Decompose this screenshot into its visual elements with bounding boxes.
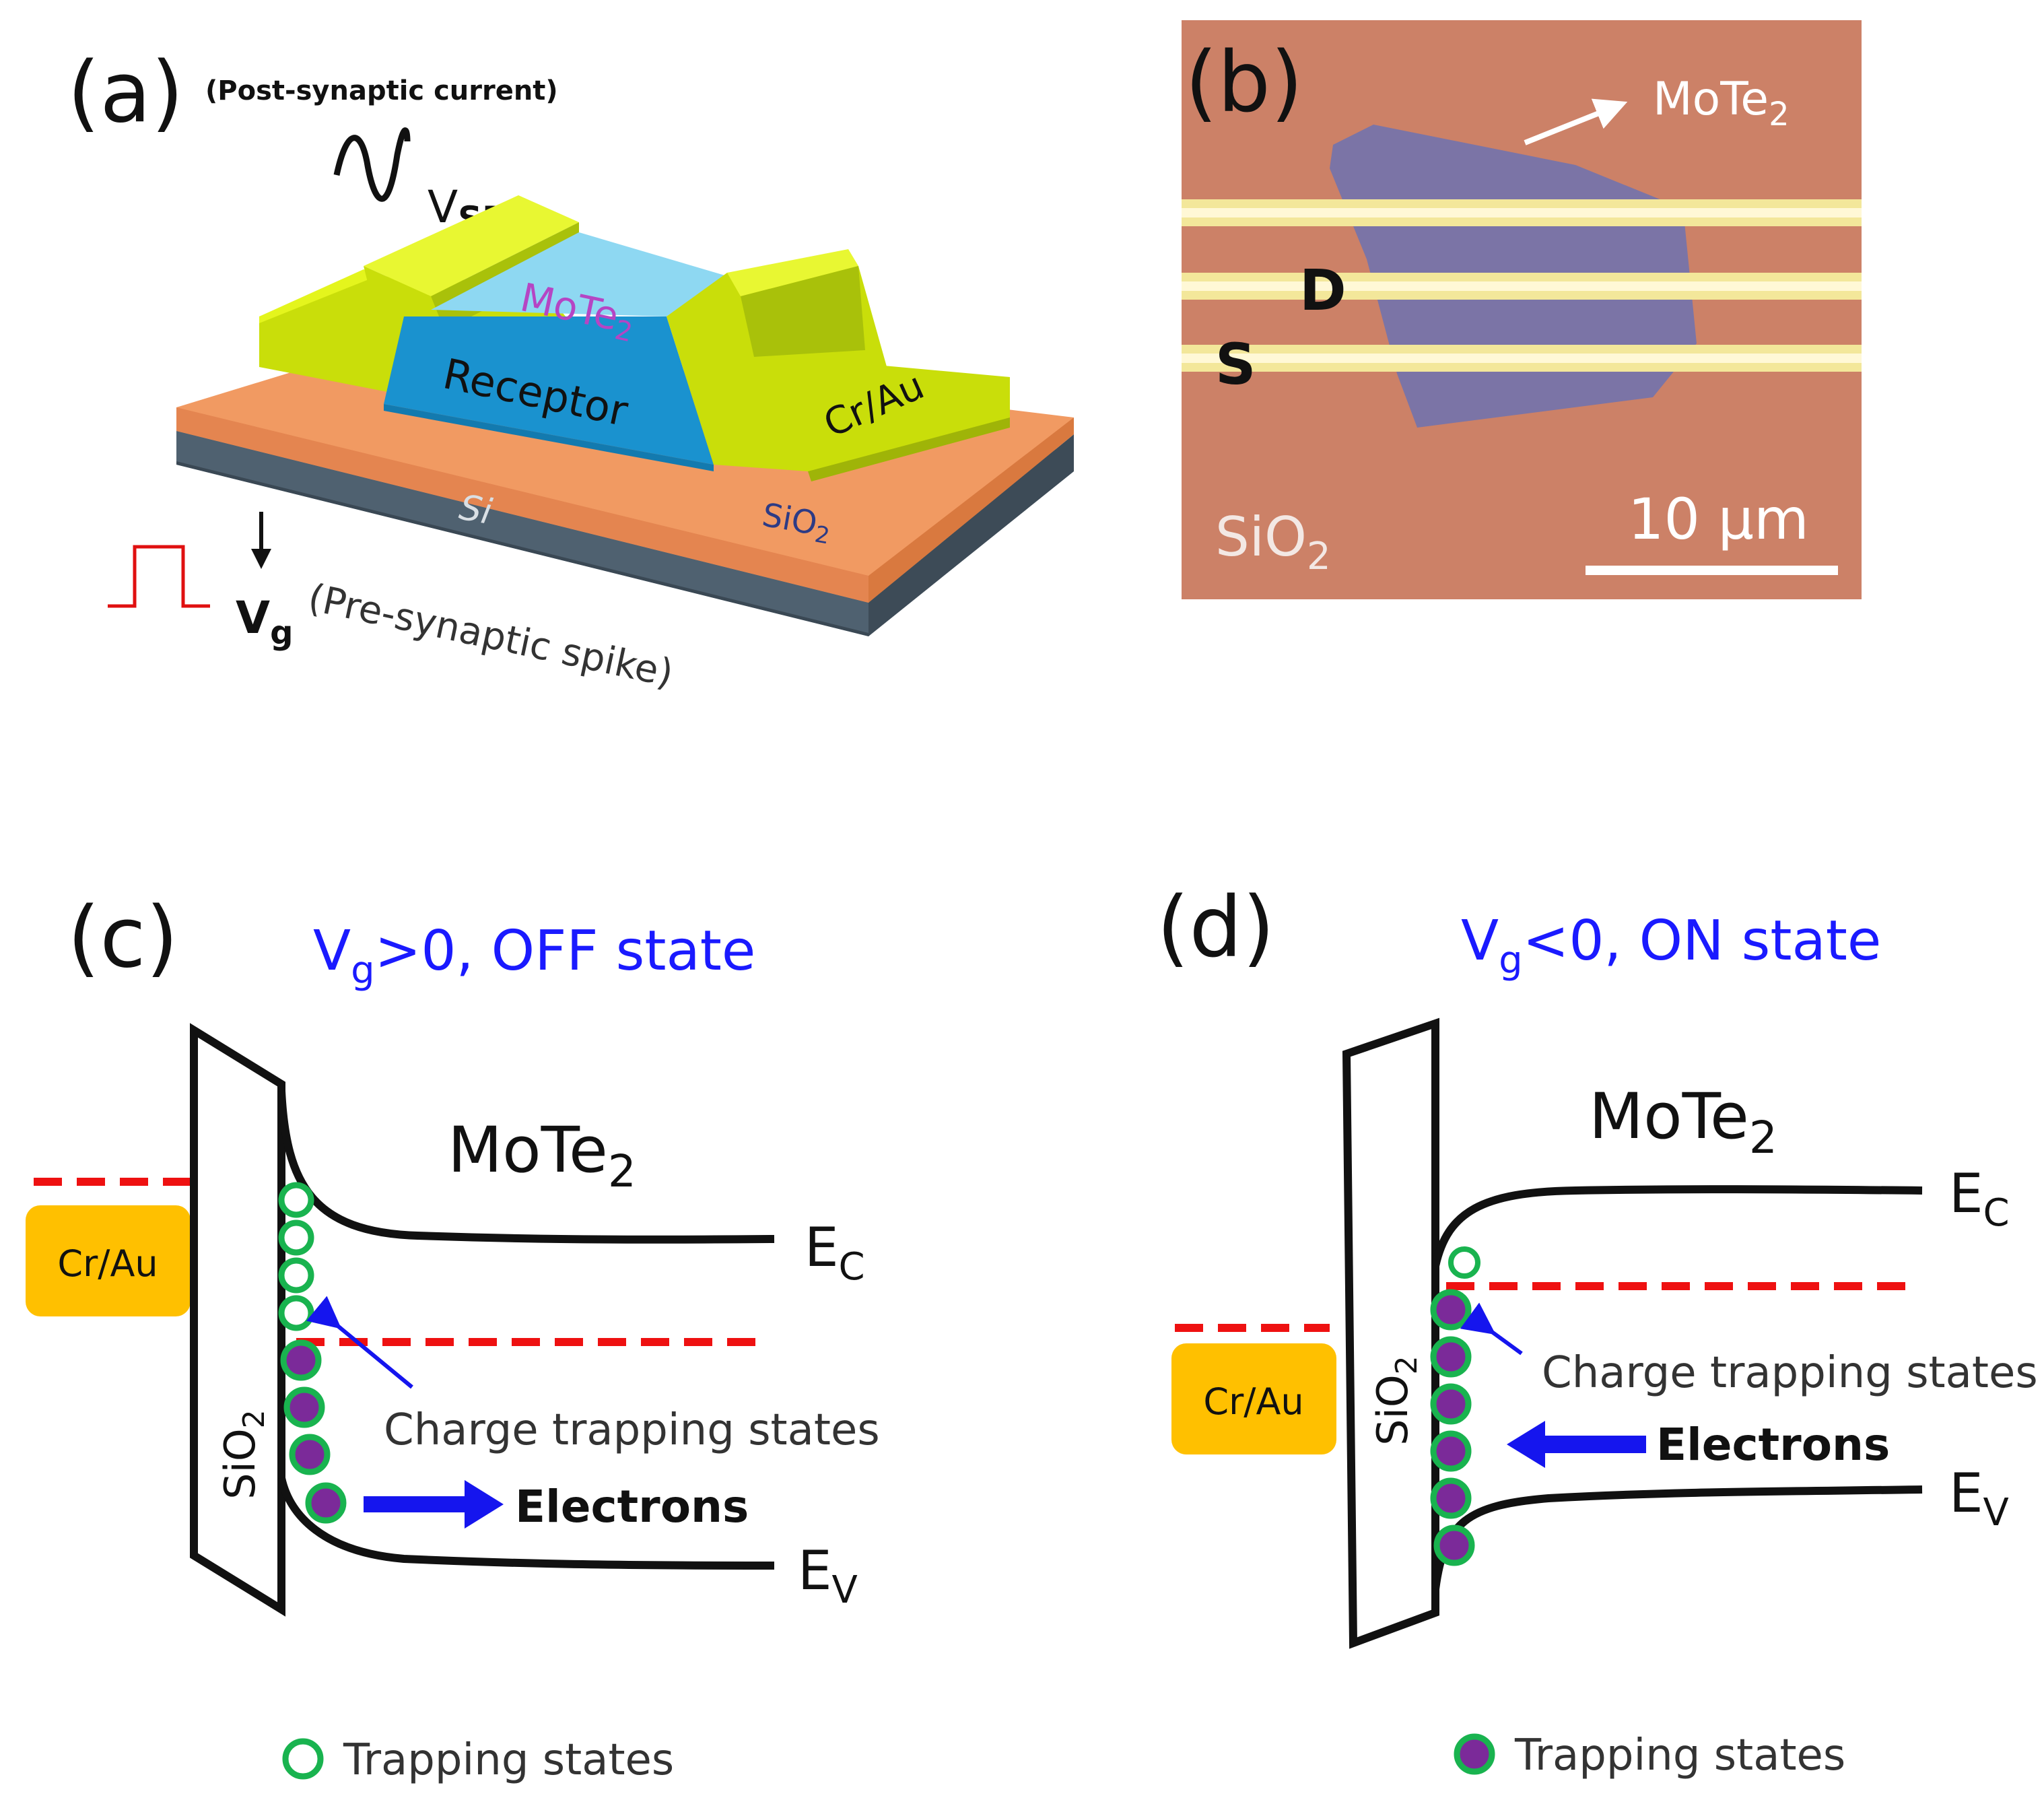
cr-au-contact	[1171, 1343, 1336, 1454]
empty-trap-state	[278, 1295, 314, 1331]
electron-flow-arrow	[364, 1496, 468, 1512]
material-label: MoTe2	[448, 1114, 636, 1197]
electrons-label: Electrons	[1656, 1419, 1890, 1471]
filled-trap-state	[280, 1339, 322, 1381]
trap-states-column	[1430, 1246, 1480, 1566]
panel-c: (c) Vg>0, OFF state Cr/Au SiO2 MoTe2 EC …	[26, 890, 880, 1785]
panel-a: (a) (Post-synaptic current) VSD MoTe2	[67, 44, 1074, 696]
panel-b: (b) MoTe2 D S SiO2 10 μm	[1182, 20, 1862, 599]
panel-c-tag: (c)	[67, 890, 178, 986]
drain-label: D	[1299, 257, 1347, 323]
left-electrode-top	[364, 195, 579, 296]
conduction-band	[1431, 1185, 1923, 1267]
sio2-barrier-label: SiO2	[1368, 1355, 1424, 1445]
empty-trap-state	[278, 1182, 314, 1218]
empty-trap-state	[278, 1257, 314, 1294]
receptor-block	[384, 316, 714, 465]
sio2-layer-label: SiO2	[759, 496, 835, 550]
pulse-icon	[108, 545, 210, 608]
sio2-barrier-label: SiO2	[215, 1409, 271, 1499]
filled-trap-state	[1430, 1477, 1472, 1519]
panel-b-tag: (b)	[1185, 34, 1303, 131]
vg-label: Vg	[236, 592, 293, 652]
filled-trap-state	[1433, 1525, 1475, 1566]
empty-trap-state	[1448, 1246, 1480, 1279]
cr-au-contact	[26, 1205, 191, 1316]
sio2-barrier	[190, 1023, 285, 1617]
mote2-layer	[431, 232, 727, 316]
ev-label: EV	[798, 1539, 858, 1612]
cr-au-contact-label: Cr/Au	[1203, 1380, 1303, 1423]
filled-trap-state	[1430, 1430, 1472, 1472]
scalebar-label: 10 μm	[1628, 486, 1809, 552]
conduction-band	[277, 1090, 775, 1244]
valence-band	[277, 1477, 775, 1570]
valence-band	[1431, 1485, 1923, 1590]
empty-trap-state	[278, 1219, 314, 1256]
flake-label: MoTe2	[1653, 73, 1790, 133]
si-layer-side	[868, 434, 1074, 636]
current-squiggle-icon	[333, 127, 411, 202]
ev-label: EV	[1949, 1462, 2009, 1535]
panel-d: (d) Vg<0, ON state Cr/Au SiO2 MoTe2 EC E…	[1157, 879, 2038, 1780]
filled-trap-state	[1430, 1289, 1472, 1331]
trap-pointer-arrow	[306, 1296, 413, 1389]
ec-label: EC	[1949, 1162, 2010, 1235]
scalebar	[1586, 566, 1838, 575]
material-label: MoTe2	[1589, 1080, 1777, 1164]
post-synaptic-note: (Post-synaptic current)	[205, 75, 558, 106]
trap-pointer-arrow	[1460, 1302, 1523, 1355]
panel-d-tag: (d)	[1157, 879, 1274, 976]
trap-states-column	[278, 1182, 347, 1524]
trap-label: Charge trapping states	[384, 1405, 880, 1455]
filled-trap-state	[1430, 1336, 1472, 1378]
panel-a-tag: (a)	[67, 44, 184, 141]
substrate-label: SiO2	[1215, 506, 1331, 578]
sio2-barrier	[1342, 1017, 1439, 1649]
legend-label: Trapping states	[1514, 1731, 1845, 1780]
filled-trap-state	[305, 1482, 347, 1524]
panel-c-title: Vg>0, OFF state	[313, 919, 755, 993]
filled-trap-state	[283, 1386, 325, 1428]
si-layer-label: Si	[456, 488, 496, 533]
cr-au-contact-label: Cr/Au	[57, 1242, 158, 1285]
legend-filled-trap-icon	[1454, 1733, 1495, 1775]
legend-empty-trap-icon	[282, 1738, 324, 1780]
filled-trap-state	[289, 1434, 331, 1475]
filled-trap-state	[1430, 1383, 1472, 1425]
trap-label: Charge trapping states	[1542, 1348, 2038, 1398]
flake-pointer-arrow	[1524, 98, 1628, 145]
electron-flow-arrow	[1507, 1421, 1545, 1468]
electrons-label: Electrons	[515, 1481, 749, 1533]
pre-synaptic-note: (Pre-synaptic spike)	[304, 576, 677, 696]
legend-label: Trapping states	[343, 1735, 674, 1785]
source-label: S	[1215, 331, 1256, 397]
ec-label: EC	[805, 1216, 865, 1289]
panel-d-title: Vg<0, ON state	[1461, 909, 1881, 982]
